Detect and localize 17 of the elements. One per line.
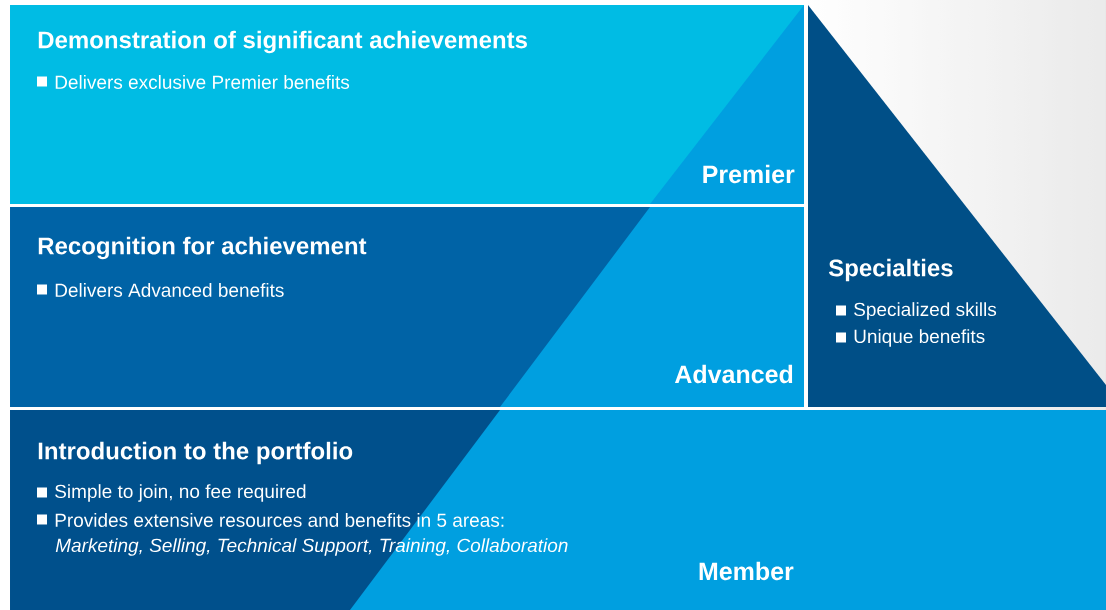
tier-band (10, 410, 1106, 610)
bullet-item: Simple to join, no fee required (37, 484, 306, 502)
bullet-item: Specialized skills (836, 302, 997, 320)
tier-name: Member (699, 561, 794, 581)
tier-heading: Recognition for achievement (38, 236, 367, 260)
bullet-item: Delivers exclusive Premier benefits (37, 75, 350, 89)
tier-band (10, 5, 804, 204)
bullet-item: Unique benefits (836, 329, 985, 347)
bullet-item: Delivers Advanced benefits (37, 283, 284, 297)
tier-name: Premier (703, 164, 795, 184)
tier-heading: Demonstration of significant achievements (38, 30, 527, 54)
tier-heading: Introduction to the portfolio (38, 441, 353, 465)
bullet-item: Provides extensive resources and benefits in 5 areas: (37, 513, 504, 527)
area-list: Marketing, Selling, Technical Support, Training, Collaboration (55, 538, 568, 556)
tier-band (10, 207, 804, 407)
tier-heading: Specialties (828, 258, 953, 282)
tier-name: Advanced (674, 364, 793, 384)
